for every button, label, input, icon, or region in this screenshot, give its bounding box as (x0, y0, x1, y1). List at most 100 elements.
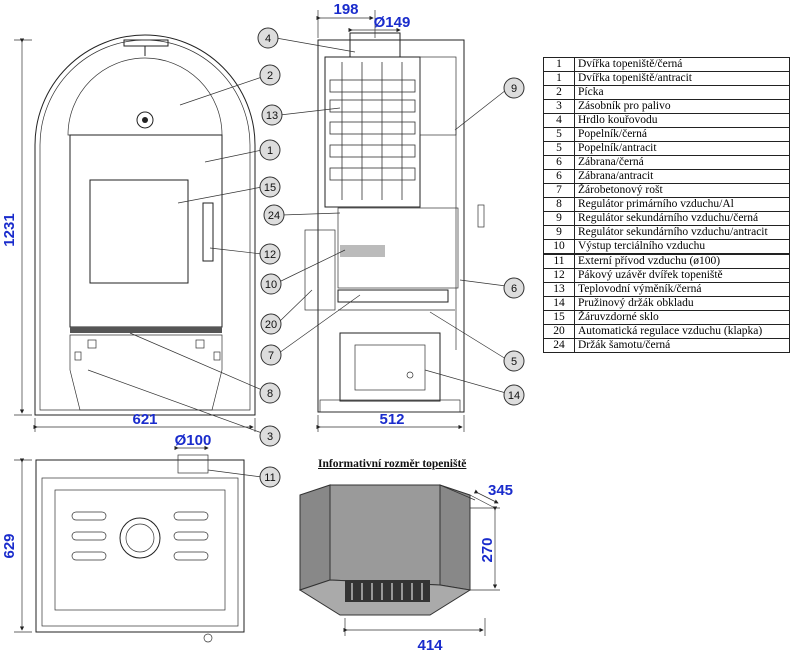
legend-number: 6 (543, 155, 575, 170)
legend-description: Žáruvzdorné sklo (574, 310, 790, 325)
top-outer (35, 459, 245, 633)
dim-firebox-width: 414 (417, 637, 443, 654)
dim-firebox-depth: 345 (488, 482, 513, 499)
side-ash-pan (339, 332, 441, 402)
legend-description: Výstup terciálního vzduchu (574, 239, 790, 255)
callout-24: 24 (268, 210, 280, 222)
front-drawer-latch-right (195, 339, 205, 349)
dim-front-width: 621 (132, 411, 157, 428)
legend-number: 2 (543, 85, 575, 100)
front-inner-body (39, 39, 251, 411)
callout-1: 1 (267, 145, 273, 157)
callout-7: 7 (268, 350, 274, 362)
legend-number: 4 (543, 113, 575, 128)
front-drawer-latch-left (87, 339, 97, 349)
front-door-handle (202, 202, 214, 262)
dim-flue-diameter: Ø149 (374, 14, 411, 31)
legend-description: Pružinový držák obkladu (574, 296, 790, 311)
legend-description: Dvířka topeniště/černá (574, 57, 790, 72)
top-slots (71, 511, 209, 561)
legend-description: Regulátor sekundárního vzduchu/černá (574, 211, 790, 226)
legend-description: Zásobník pro palivo (574, 99, 790, 114)
legend-number: 12 (543, 268, 575, 283)
legend-number: 7 (543, 183, 575, 198)
front-view (34, 34, 256, 416)
legend-number: 15 (543, 310, 575, 325)
top-air-inlet (177, 454, 209, 474)
side-grate (337, 289, 449, 303)
legend-description: Teplovodní výměník/černá (574, 282, 790, 297)
legend-number: 11 (543, 253, 575, 269)
legend-description: Žárobetonový rošt (574, 183, 790, 198)
legend-number: 1 (543, 71, 575, 86)
legend-description: Hrdlo kouřovodu (574, 113, 790, 128)
dim-top-depth: 629 (1, 533, 18, 558)
front-callouts: 2 1 15 12 8 3 (87, 64, 281, 447)
legend-number: 1 (543, 57, 575, 72)
callout-12: 12 (264, 249, 276, 261)
legend-number: 5 (543, 127, 575, 142)
top-plate (54, 489, 226, 611)
firebox-info-title: Informativní rozměr topeniště (318, 458, 467, 470)
legend-number: 9 (543, 225, 575, 240)
legend-number: 8 (543, 197, 575, 212)
front-door (69, 134, 223, 328)
side-handle (477, 204, 485, 228)
dim-side-width: 512 (379, 411, 404, 428)
dim-air-inlet-diameter: Ø100 (175, 432, 212, 449)
callout-6: 6 (511, 283, 517, 295)
legend-number: 13 (543, 282, 575, 297)
legend-number: 14 (543, 296, 575, 311)
side-callouts: 4 13 24 10 20 7 9 6 5 14 (257, 27, 525, 406)
firebox-grate (351, 583, 423, 600)
legend-description: Pícka (574, 85, 790, 100)
legend-description: Zábrana/antracit (574, 169, 790, 184)
top-dimensions: 629 Ø100 11 (1, 432, 281, 633)
legend-description: Regulátor sekundárního vzduchu/antracit (574, 225, 790, 240)
legend-number: 3 (543, 99, 575, 114)
dim-flue-offset: 198 (333, 1, 358, 18)
callout-9: 9 (511, 83, 517, 95)
callout-14: 14 (508, 390, 520, 402)
legend-description: Držák šamotu/černá (574, 338, 790, 353)
front-drawer-foot-right (213, 351, 221, 361)
legend-number: 9 (543, 211, 575, 226)
side-dimensions: 198 Ø149 512 (316, 1, 465, 432)
legend-description: Automatická regulace vzduchu (klapka) (574, 324, 790, 339)
dim-firebox-height: 270 (479, 537, 496, 562)
legend-number: 24 (543, 338, 575, 353)
legend-number: 6 (543, 169, 575, 184)
front-drawer-foot-left (74, 351, 82, 361)
legend-description: Popelník/antracit (574, 141, 790, 156)
dim-total-height: 1231 (1, 213, 18, 246)
callout-5: 5 (511, 356, 517, 368)
side-firebox (337, 207, 459, 289)
callout-15: 15 (264, 182, 276, 194)
firebox-isometric (298, 484, 472, 616)
legend-description: Regulátor primárního vzduchu/Al (574, 197, 790, 212)
front-air-regulator-bar (70, 327, 222, 333)
legend-number: 20 (543, 324, 575, 339)
side-heat-exchanger (324, 56, 421, 208)
callout-2: 2 (267, 70, 273, 82)
side-rear-box (419, 56, 457, 136)
